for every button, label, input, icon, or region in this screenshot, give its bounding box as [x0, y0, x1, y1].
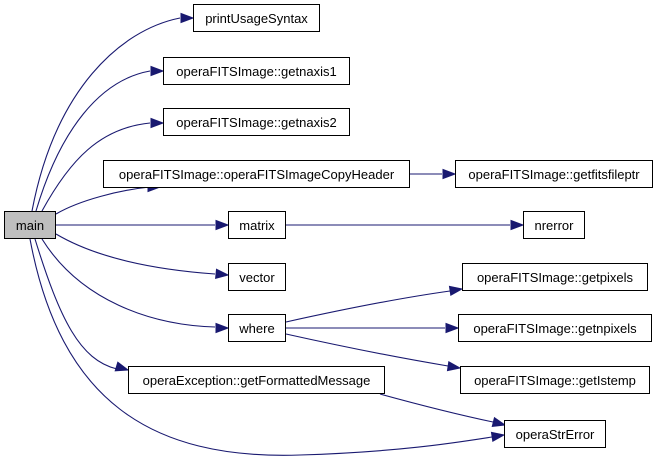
edge-main-to-operaStrError: [29, 238, 493, 456]
arrowhead-getFormattedMessage-to-operaStrError: [491, 416, 507, 428]
edge-main-to-vector: [55, 233, 216, 275]
arrowhead-main-to-matrix: [215, 219, 230, 231]
node-matrix[interactable]: matrix: [228, 211, 286, 239]
arrowhead-main-to-getFormattedMessage: [114, 361, 130, 372]
node-getIstemp[interactable]: operaFITSImage::getIstemp: [460, 366, 650, 394]
node-getnaxis2[interactable]: operaFITSImage::getnaxis2: [163, 108, 350, 136]
edge-main-to-copyHeader: [55, 186, 151, 215]
arrowhead-main-to-operaStrError: [490, 431, 506, 443]
edge-getFormattedMessage-to-operaStrError: [379, 393, 494, 423]
node-getnaxis1[interactable]: operaFITSImage::getnaxis1: [163, 57, 350, 85]
edge-main-to-getFormattedMessage: [34, 238, 118, 370]
node-getpixels[interactable]: operaFITSImage::getpixels: [462, 263, 648, 291]
edge-where-to-getpixels: [285, 290, 451, 323]
arrowhead-main-to-printUsageSyntax: [180, 12, 195, 24]
node-getnpixels[interactable]: operaFITSImage::getnpixels: [458, 314, 652, 342]
node-nrerror[interactable]: nrerror: [523, 211, 585, 239]
node-operaStrError[interactable]: operaStrError: [504, 420, 606, 448]
arrowhead-main-to-vector: [215, 268, 230, 279]
edge-main-to-getnaxis1: [35, 70, 151, 212]
node-main: main: [4, 211, 56, 239]
arrowhead-where-to-getIstemp: [446, 360, 462, 372]
edge-main-to-where: [41, 238, 216, 328]
arrowhead-where-to-getnpixels: [445, 322, 460, 334]
arrowhead-main-to-getnaxis1: [150, 65, 165, 77]
arrowhead-main-to-getnaxis2: [150, 117, 165, 129]
node-copyHeader[interactable]: operaFITSImage::operaFITSImageCopyHeader: [103, 160, 410, 188]
edge-main-to-getnaxis2: [41, 122, 151, 212]
arrowhead-matrix-to-nrerror: [510, 219, 525, 231]
node-where[interactable]: where: [228, 314, 286, 342]
arrowhead-where-to-getpixels: [448, 285, 464, 297]
edge-main-to-printUsageSyntax: [31, 17, 181, 212]
arrowhead-main-to-where: [215, 322, 230, 334]
node-printUsageSyntax[interactable]: printUsageSyntax: [193, 4, 320, 32]
node-getFormattedMessage[interactable]: operaException::getFormattedMessage: [128, 366, 385, 394]
arrowhead-copyHeader-to-getfitsfileptr: [442, 168, 457, 180]
edge-where-to-getIstemp: [285, 333, 449, 367]
node-getfitsfileptr[interactable]: operaFITSImage::getfitsfileptr: [455, 160, 653, 188]
node-vector[interactable]: vector: [228, 263, 286, 291]
